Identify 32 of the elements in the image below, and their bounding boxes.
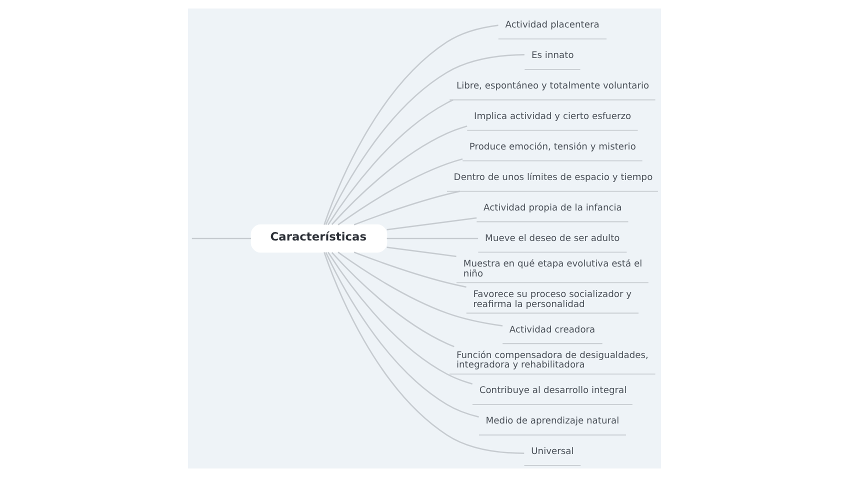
connector bbox=[386, 217, 476, 230]
connector bbox=[323, 252, 524, 454]
node-text: Implica actividad y cierto esfuerzo bbox=[474, 112, 631, 122]
node-text: Medio de aprendizaje natural bbox=[485, 416, 619, 427]
connector bbox=[324, 54, 524, 226]
connector bbox=[330, 252, 454, 348]
connector bbox=[337, 158, 462, 226]
node-text: Dentro de unos límites de espacio y tiempo bbox=[453, 172, 652, 183]
node-text: Muestra en qué etapa evolutiva está el niño bbox=[462, 259, 642, 280]
node-text: Mueve el deseo de ser adulto bbox=[484, 234, 620, 244]
node-text: Actividad propia de la infancia bbox=[483, 203, 622, 214]
node-box: Características bbox=[250, 224, 387, 253]
connector bbox=[330, 125, 467, 225]
connector bbox=[353, 190, 460, 226]
node-text: Libre, espontáneo y totalmente voluntario bbox=[456, 82, 649, 92]
node-text: Función compensadora de desigualdades, integradora y rehabilitadora bbox=[456, 350, 648, 371]
node-text: Universal bbox=[530, 447, 574, 458]
connector bbox=[327, 99, 453, 226]
connector bbox=[353, 252, 466, 288]
connector bbox=[386, 246, 456, 258]
connector bbox=[324, 252, 478, 418]
node-text: Es innato bbox=[531, 51, 574, 62]
connector bbox=[327, 252, 472, 385]
connector bbox=[337, 252, 502, 327]
node-text: Actividad creadora bbox=[508, 325, 595, 336]
node-text: Actividad placentera bbox=[504, 20, 599, 31]
node-text: Contribuye al desarrollo integral bbox=[478, 386, 626, 396]
connector bbox=[191, 238, 251, 240]
connector bbox=[323, 24, 498, 225]
node-text: Favorece su proceso socializador y reafirma la personalidad bbox=[472, 290, 632, 310]
node-text: Produce emoción, tensión y misterio bbox=[468, 142, 636, 152]
connector bbox=[386, 238, 478, 240]
